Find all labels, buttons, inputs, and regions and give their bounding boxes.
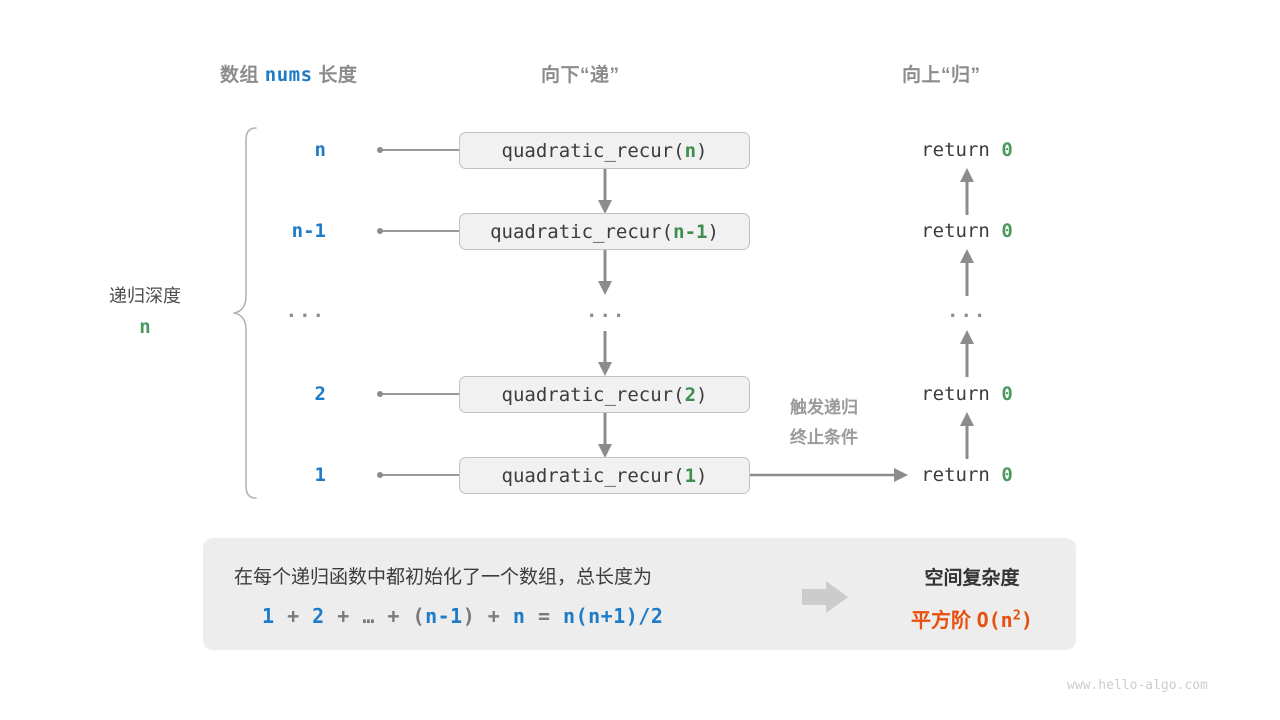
descend-arrow-3 (598, 413, 612, 458)
depth-brace (228, 126, 262, 500)
header-descend: 向下“递” (541, 65, 620, 86)
function-box-prefix-0: quadratic_recur( (501, 139, 685, 162)
ascend-arrow-3 (960, 412, 974, 459)
function-box-2: ... (586, 300, 627, 322)
formula-op-4: + (475, 604, 513, 628)
connector-line-0 (377, 147, 466, 153)
formula-term-1: 1 (262, 604, 275, 628)
return-label-0: return 0 (877, 139, 1057, 161)
summary-text: 在每个递归函数中都初始化了一个数组，总长度为 (234, 567, 653, 588)
header-array-length: 数组 nums 长度 (220, 60, 357, 87)
summary-value-suffix: ) (1020, 608, 1033, 632)
formula-term-4: n-1 (425, 604, 463, 628)
header-array-prefix: 数组 (220, 65, 260, 86)
recursion-depth-value: n (139, 316, 151, 338)
function-box-4[interactable]: quadratic_recur(1) (459, 457, 750, 494)
formula-op-1: + (274, 604, 313, 628)
summary-formula: 1 + 2 + … + (n-1) + n = n(n+1)/2 (262, 604, 663, 628)
function-box-suffix-1: ) (707, 220, 719, 243)
return-keyword-1: return (921, 220, 1002, 242)
formula-equals: = (525, 604, 564, 628)
ascend-arrow-0 (960, 168, 974, 215)
summary-value-exponent: 2 (1012, 607, 1021, 624)
function-box-1[interactable]: quadratic_recur(n-1) (459, 213, 750, 250)
function-box-suffix-0: ) (696, 139, 708, 162)
trigger-note-line2: 终止条件 (790, 428, 858, 447)
ascend-arrow-2 (960, 330, 974, 377)
summary-value: 平方阶 O(n2) (862, 604, 1082, 633)
formula-term-2: 2 (312, 604, 325, 628)
recursion-depth-group: 递归深度 n (70, 282, 220, 338)
function-box-prefix-4: quadratic_recur( (501, 464, 685, 487)
function-box-arg-0: n (684, 139, 697, 162)
return-keyword-3: return (921, 383, 1002, 405)
function-box-suffix-3: ) (696, 383, 708, 406)
ascend-arrow-1 (960, 249, 974, 296)
function-box-0[interactable]: quadratic_recur(n) (459, 132, 750, 169)
return-label-1: return 0 (877, 220, 1057, 242)
summary-panel (203, 538, 1076, 650)
descend-arrow-2 (598, 331, 612, 376)
descend-arrow-1 (598, 250, 612, 295)
trigger-note-line1: 触发递归 (790, 398, 858, 417)
row-length-3: 2 (314, 383, 326, 405)
connector-line-4 (377, 472, 466, 478)
row-length-1: n-1 (291, 220, 326, 242)
summary-title: 空间复杂度 (924, 568, 1020, 589)
return-keyword-0: return (921, 139, 1002, 161)
return-label-2: ... (947, 300, 988, 322)
function-box-3[interactable]: quadratic_recur(2) (459, 376, 750, 413)
return-value-4: 0 (1001, 464, 1013, 486)
summary-value-code: O(n (976, 608, 1013, 632)
function-box-arg-1: n-1 (673, 220, 708, 243)
formula-term-5: n (512, 604, 526, 628)
arrow-right-icon (802, 581, 848, 613)
summary-value-prefix: 平方阶 (911, 610, 977, 632)
trigger-note: 触发递归 终止条件 (756, 393, 892, 453)
formula-paren-close: ) (462, 604, 476, 628)
header-array-code: nums (264, 64, 313, 86)
terminate-arrow (750, 468, 908, 482)
return-keyword-4: return (921, 464, 1002, 486)
row-length-2: ... (285, 300, 326, 322)
return-value-0: 0 (1001, 139, 1013, 161)
descend-arrow-0 (598, 169, 612, 214)
return-value-3: 0 (1001, 383, 1013, 405)
return-value-1: 0 (1001, 220, 1013, 242)
recursion-depth-label: 递归深度 (109, 286, 181, 306)
function-box-prefix-3: quadratic_recur( (501, 383, 685, 406)
formula-op-3: + (374, 604, 413, 628)
formula-paren-open: ( (412, 604, 426, 628)
formula-op-2: + (324, 604, 363, 628)
header-array-suffix: 长度 (318, 65, 358, 86)
formula-result: n(n+1)/2 (563, 604, 664, 628)
function-box-arg-3: 2 (684, 383, 697, 406)
function-box-suffix-4: ) (696, 464, 708, 487)
header-ascend: 向上“归” (902, 65, 981, 86)
connector-line-3 (377, 391, 466, 397)
watermark: www.hello-algo.com (1067, 678, 1208, 693)
formula-term-3: … (362, 604, 375, 628)
function-box-prefix-1: quadratic_recur( (490, 220, 674, 243)
row-length-0: n (314, 139, 326, 161)
row-length-4: 1 (314, 464, 326, 486)
connector-line-1 (377, 228, 466, 234)
function-box-arg-4: 1 (684, 464, 697, 487)
return-label-4: return 0 (877, 464, 1057, 486)
return-label-3: return 0 (877, 383, 1057, 405)
